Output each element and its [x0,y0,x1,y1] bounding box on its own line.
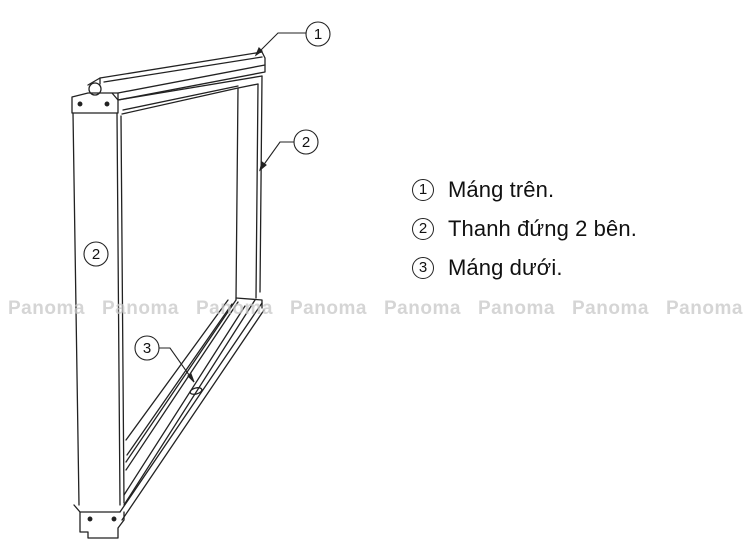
callout-2-left-number: 2 [92,246,100,263]
left-post-bottom-cap [79,511,125,539]
callout-3-number: 3 [143,340,151,357]
callout-2-right [259,129,319,172]
legend-item-vertical-bars: 2 Thanh đứng 2 bên. [412,209,637,248]
left-vertical-bar [72,112,125,513]
legend-item-bottom-channel: 3 Máng dưới. [412,248,637,287]
callout-2-right-number: 2 [302,134,310,151]
right-vertical-bar [235,75,263,301]
callout-3 [134,335,195,383]
legend-number-badge: 2 [412,217,434,240]
legend-label: Máng trên. [448,176,555,202]
legend-item-top-channel: 1 Máng trên. [412,170,637,209]
legend-label: Thanh đứng 2 bên. [448,215,637,241]
legend-number-badge: 1 [412,178,434,201]
left-post-top-cap [71,92,119,114]
bottom-channel [119,297,265,521]
legend-number-badge: 3 [412,256,434,279]
callout-2-left [83,241,109,267]
callout-1 [254,21,331,57]
legend-label: Máng dưới. [448,254,563,280]
legend: 1 Máng trên. 2 Thanh đứng 2 bên. 3 Máng … [412,170,637,287]
callout-1-number: 1 [314,26,322,43]
